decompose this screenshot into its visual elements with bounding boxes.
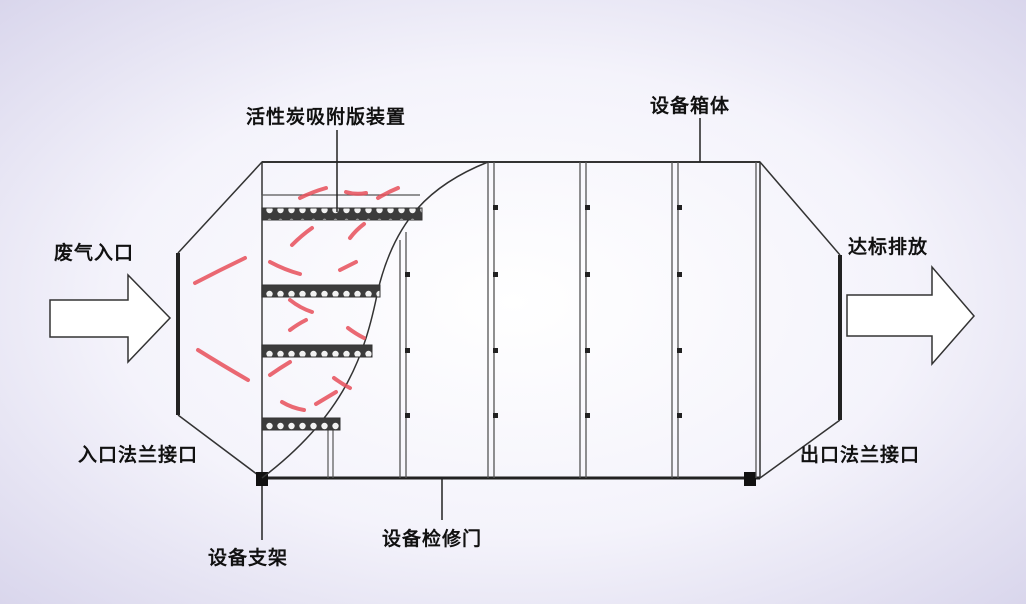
label-box: 设备箱体 [650, 95, 731, 117]
label-carbon-device: 活性炭吸附版装置 [246, 106, 407, 128]
label-inlet: 废气入口 [54, 242, 135, 264]
inlet-arrow [49, 273, 172, 364]
leader-lines [261, 118, 701, 540]
internal-frame [261, 194, 420, 478]
carbon-filter-plate-1 [261, 207, 423, 221]
label-outlet: 达标排放 [848, 236, 929, 258]
door-hinges [405, 205, 682, 418]
door-panels [399, 162, 757, 478]
support-foot-right [744, 472, 756, 486]
label-door: 设备检修门 [382, 528, 483, 550]
carbon-filter-plate-4 [261, 417, 341, 431]
label-outlet-flange: 出口法兰接口 [800, 444, 921, 466]
label-support: 设备支架 [208, 547, 289, 569]
label-inlet-flange: 入口法兰接口 [78, 444, 199, 466]
carbon-filter-plate-3 [261, 344, 373, 358]
outlet-arrow [846, 264, 975, 366]
carbon-filter-plate-2 [261, 284, 381, 298]
airflow-streaks [193, 186, 400, 412]
